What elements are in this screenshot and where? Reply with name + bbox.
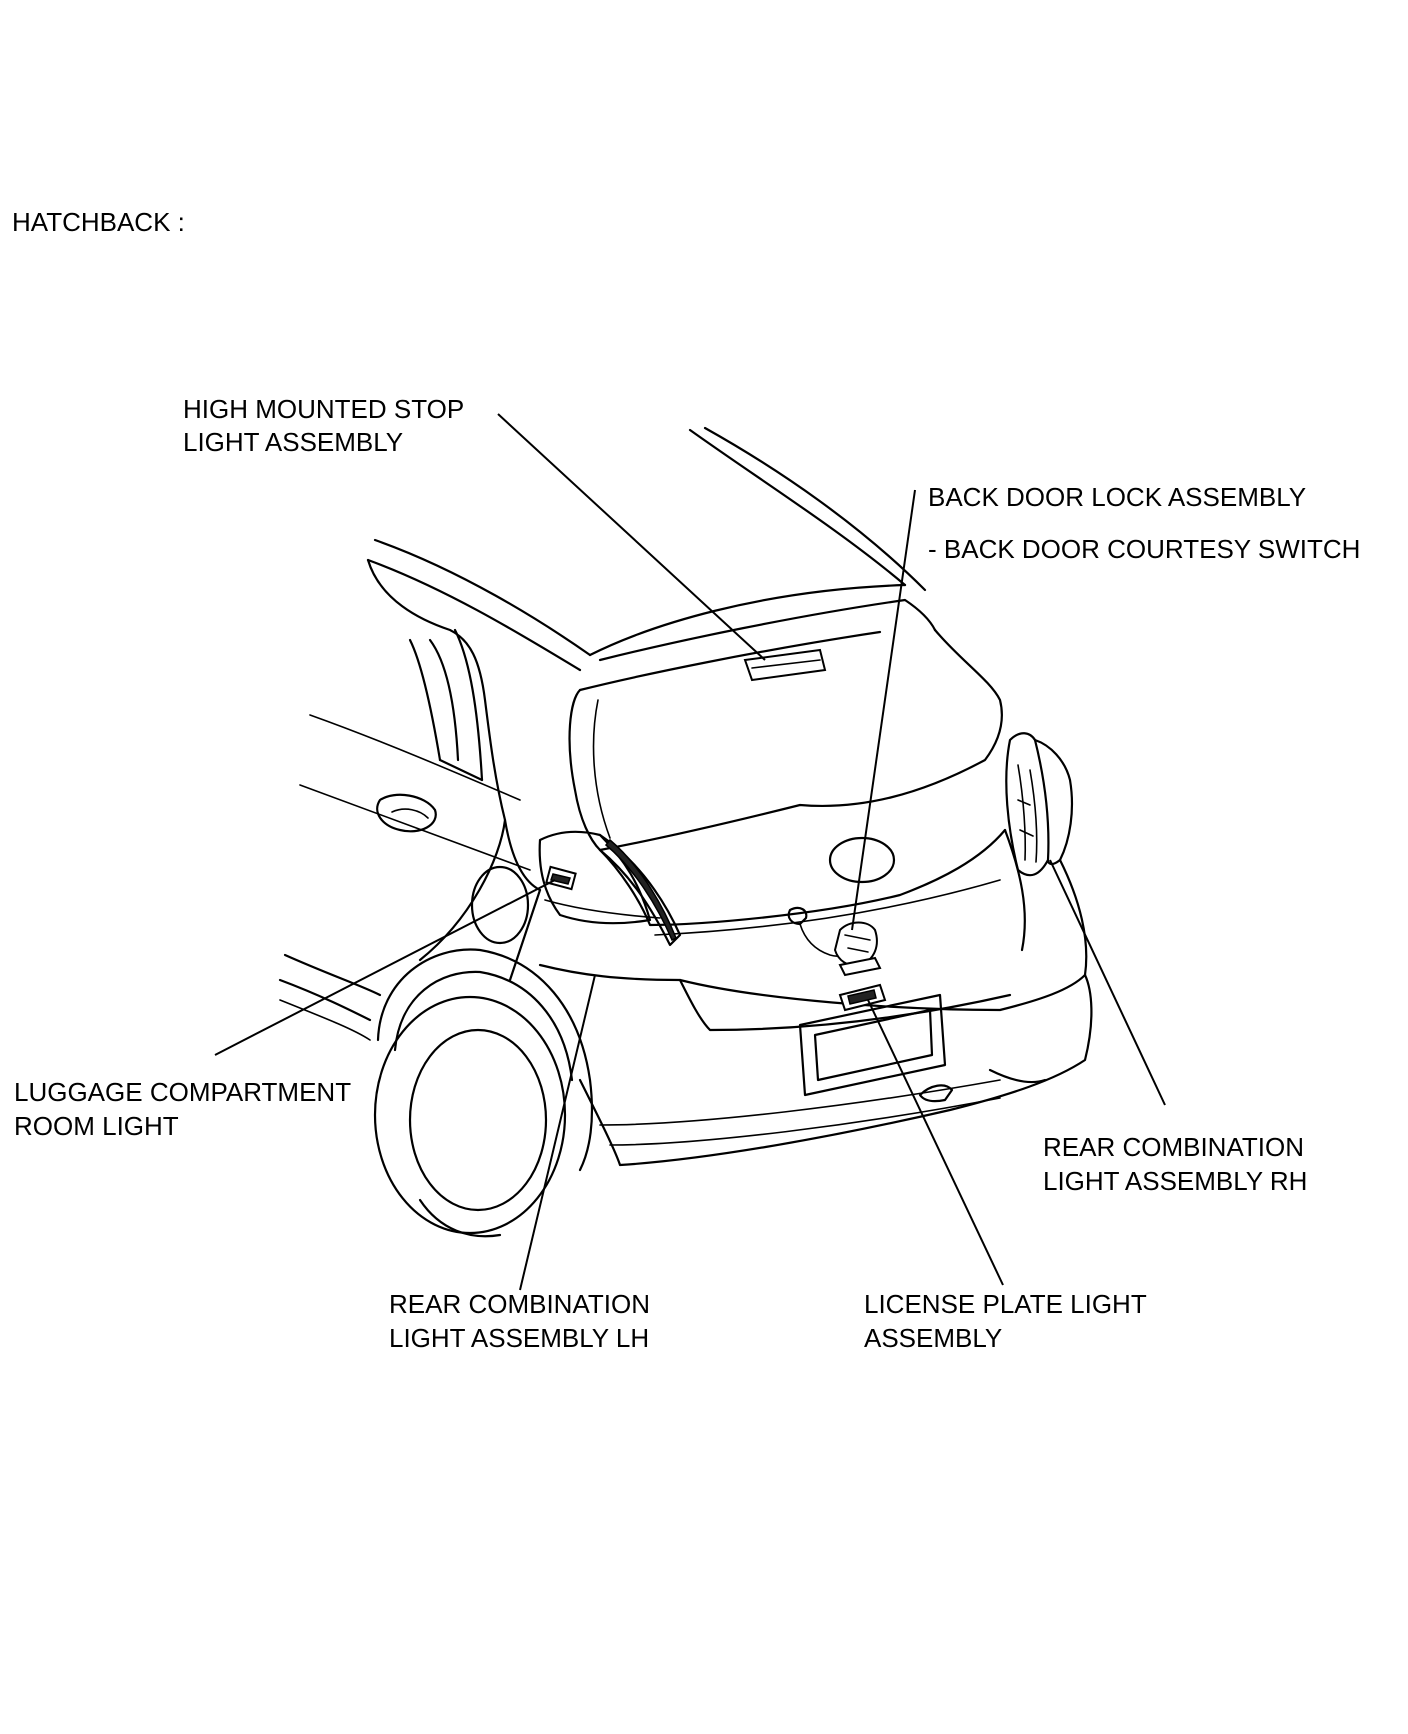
leader-license-plate-light bbox=[867, 999, 1004, 1286]
rear-combination-light-lh-part bbox=[538, 830, 682, 947]
label-rear-combination-rh: REAR COMBINATION LIGHT ASSEMBLY RH bbox=[1043, 1132, 1311, 1196]
rear-combination-light-rh-part bbox=[1005, 732, 1074, 877]
leader-back-door-lock bbox=[851, 489, 916, 931]
leader-lines bbox=[214, 413, 1166, 1291]
label-back-door-lock: BACK DOOR LOCK ASSEMBLY - BACK DOOR COUR… bbox=[928, 482, 1360, 564]
leader-rear-combination-rh bbox=[1049, 859, 1166, 1106]
label-rear-combination-lh: REAR COMBINATION LIGHT ASSEMBLY LH bbox=[389, 1289, 657, 1353]
label-luggage-room-light: LUGGAGE COMPARTMENT ROOM LIGHT bbox=[14, 1077, 358, 1141]
luggage-room-light-part bbox=[545, 865, 577, 891]
car-body-drawing bbox=[278, 426, 1093, 1238]
leader-luggage-room-light bbox=[214, 879, 556, 1056]
leader-high-mounted-stop-light bbox=[497, 413, 766, 661]
back-door-lock-part bbox=[787, 906, 882, 977]
leader-rear-combination-lh bbox=[519, 974, 596, 1291]
license-plate-light-part bbox=[838, 983, 887, 1012]
label-license-plate-light: LICENSE PLATE LIGHT ASSEMBLY bbox=[864, 1289, 1153, 1353]
label-high-mounted-stop-light: HIGH MOUNTED STOP LIGHT ASSEMBLY bbox=[183, 394, 471, 457]
section-title: HATCHBACK : bbox=[12, 207, 185, 237]
high-mounted-stop-light-part bbox=[743, 648, 827, 682]
